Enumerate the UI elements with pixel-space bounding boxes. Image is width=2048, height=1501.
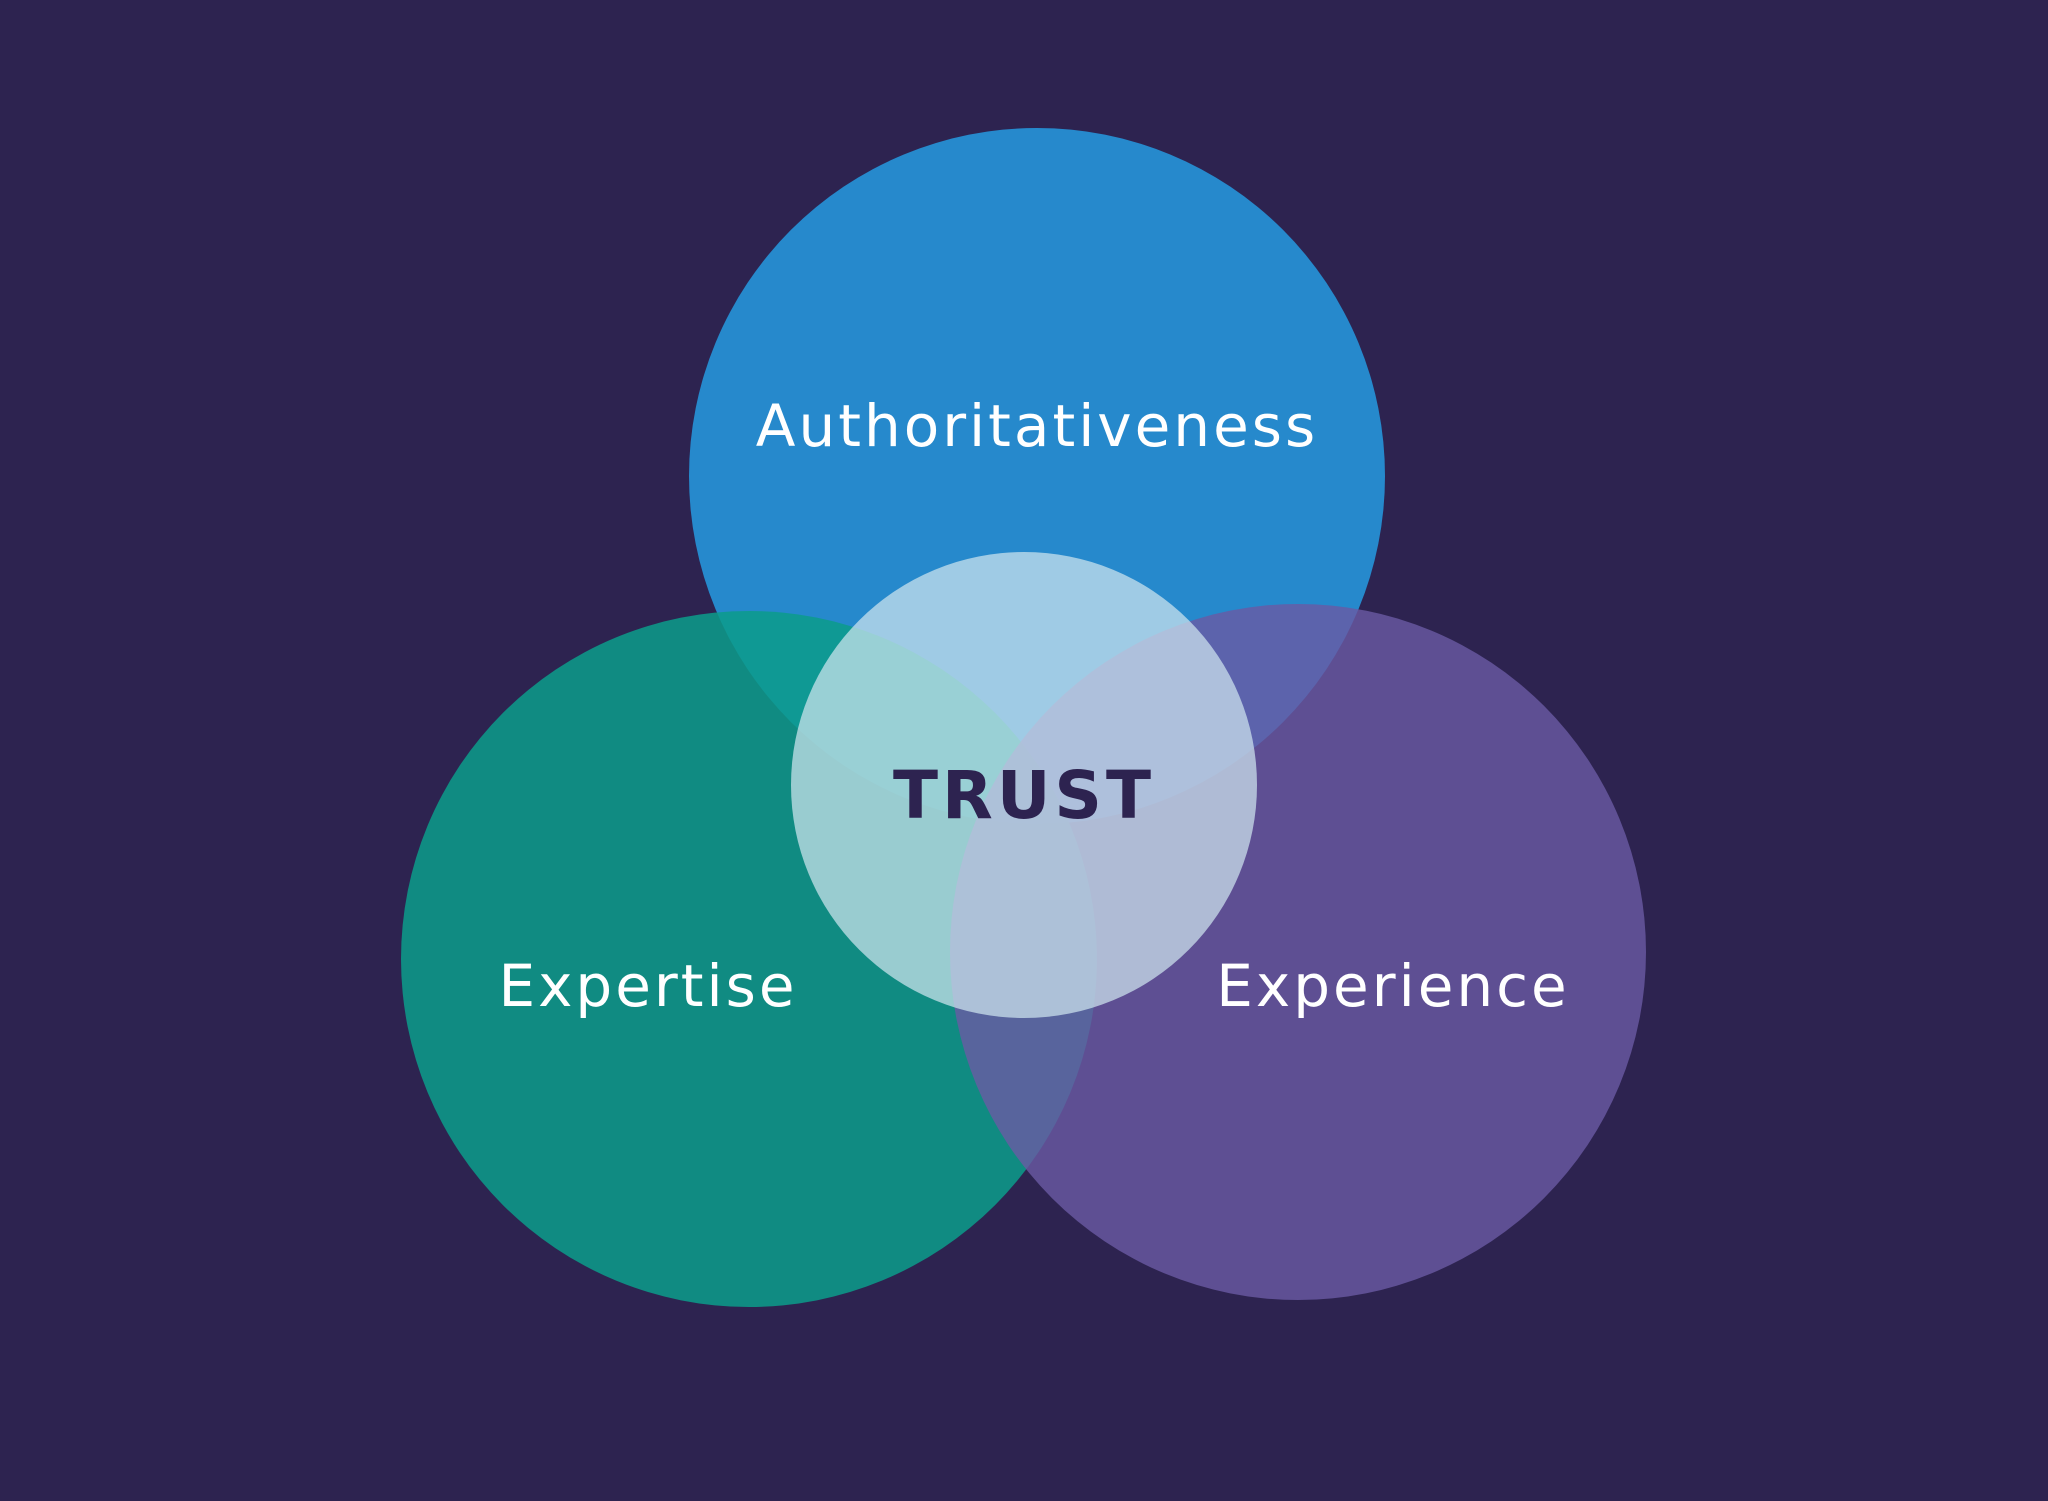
experience-label: Experience <box>1216 952 1569 1020</box>
trust-center-circle <box>791 552 1257 1018</box>
expertise-label: Expertise <box>498 952 797 1020</box>
trust-label: TRUST <box>893 757 1155 834</box>
authoritativeness-label: Authoritativeness <box>756 392 1318 460</box>
